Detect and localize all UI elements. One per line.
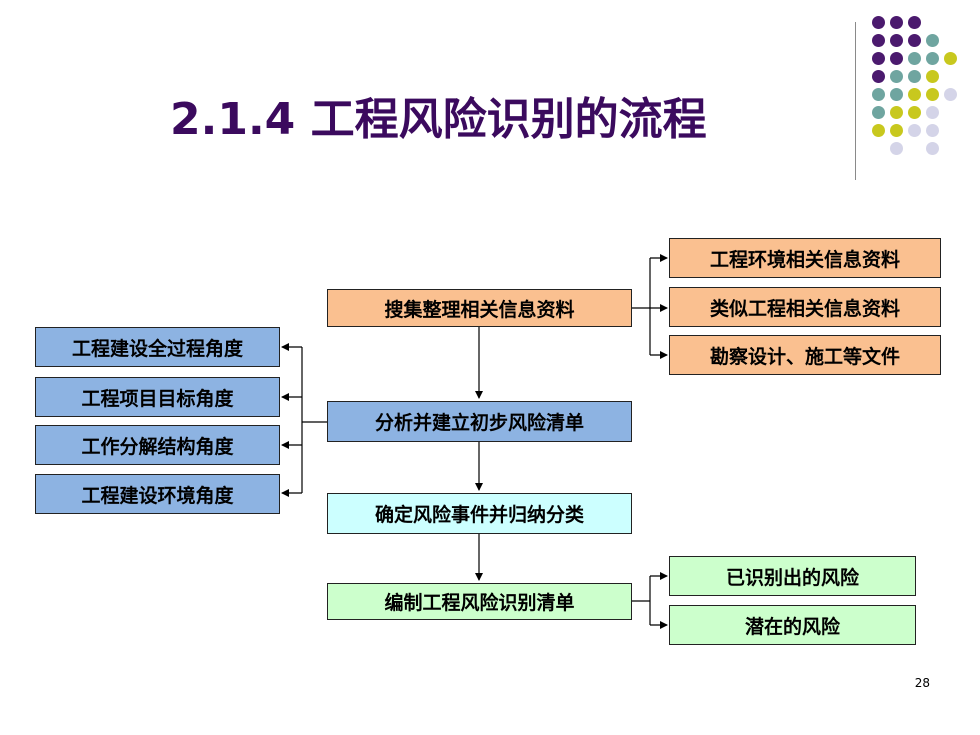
decor-dot — [926, 142, 939, 155]
decor-dot — [890, 16, 903, 29]
output-box-identified-risks: 已识别出的风险 — [669, 556, 916, 596]
decor-dot — [872, 34, 885, 47]
flow-box-determine-risk-events: 确定风险事件并归纳分类 — [327, 493, 632, 534]
decor-dot — [872, 70, 885, 83]
flow-box-preliminary-risk-list: 分析并建立初步风险清单 — [327, 401, 632, 442]
decor-dot — [872, 124, 885, 137]
decor-dot — [890, 70, 903, 83]
decor-dot — [908, 106, 921, 119]
decor-dot — [926, 106, 939, 119]
perspective-box-construction-environment: 工程建设环境角度 — [35, 474, 280, 514]
decor-dot — [872, 16, 885, 29]
decor-dot — [908, 124, 921, 137]
decor-dot — [908, 70, 921, 83]
decorative-dot-grid — [870, 14, 957, 164]
decor-dot — [890, 34, 903, 47]
decor-dot — [908, 34, 921, 47]
page-number: 28 — [914, 676, 930, 690]
flow-box-compile-risk-list: 编制工程风险识别清单 — [327, 583, 632, 620]
decor-dot — [872, 106, 885, 119]
decor-dot — [926, 88, 939, 101]
decor-dot — [926, 70, 939, 83]
decor-dot — [926, 34, 939, 47]
decor-dot — [908, 16, 921, 29]
decorative-divider — [855, 22, 856, 180]
decor-dot — [926, 124, 939, 137]
source-box-design-documents: 勘察设计、施工等文件 — [669, 335, 941, 375]
decor-dot — [908, 88, 921, 101]
decor-dot — [908, 52, 921, 65]
decor-dot — [926, 52, 939, 65]
perspective-box-wbs: 工作分解结构角度 — [35, 425, 280, 465]
perspective-box-project-goals: 工程项目目标角度 — [35, 377, 280, 417]
decor-dot — [890, 106, 903, 119]
source-box-similar-projects: 类似工程相关信息资料 — [669, 287, 941, 327]
decor-dot — [890, 52, 903, 65]
decor-dot — [890, 88, 903, 101]
decor-dot — [944, 88, 957, 101]
perspective-box-whole-process: 工程建设全过程角度 — [35, 327, 280, 367]
output-box-potential-risks: 潜在的风险 — [669, 605, 916, 645]
decor-dot — [872, 88, 885, 101]
decor-dot — [890, 142, 903, 155]
slide-title: 2.1.4 工程风险识别的流程 — [170, 94, 707, 145]
decor-dot — [890, 124, 903, 137]
decor-dot — [872, 52, 885, 65]
decor-dot — [944, 52, 957, 65]
source-box-engineering-environment: 工程环境相关信息资料 — [669, 238, 941, 278]
flow-box-collect-info: 搜集整理相关信息资料 — [327, 289, 632, 327]
